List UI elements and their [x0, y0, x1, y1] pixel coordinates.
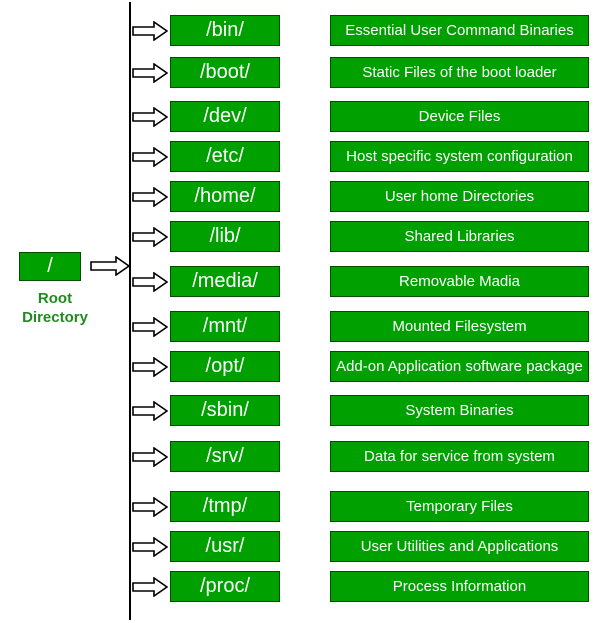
directory-box: /media/	[170, 266, 280, 297]
directory-description-box: Data for service from system	[330, 441, 589, 472]
arrow-icon	[132, 357, 168, 377]
arrow-icon	[132, 537, 168, 557]
directory-description: Data for service from system	[364, 448, 555, 465]
directory-name: /boot/	[199, 61, 251, 83]
directory-description: Add-on Application software package	[336, 358, 583, 375]
root-directory-label: /	[47, 255, 53, 277]
root-directory-caption: Root Directory	[10, 289, 100, 327]
directory-description: Mounted Filesystem	[392, 318, 527, 335]
directory-description: User Utilities and Applications	[360, 538, 559, 555]
directory-name: /proc/	[199, 575, 251, 597]
directory-description: Device Files	[418, 108, 501, 125]
arrow-icon	[132, 317, 168, 337]
directory-box: /tmp/	[170, 491, 280, 522]
directory-box: /etc/	[170, 141, 280, 172]
directory-description-box: System Binaries	[330, 395, 589, 426]
directory-description: Host specific system configuration	[346, 148, 573, 165]
arrow-icon	[132, 147, 168, 167]
root-directory-box: /	[19, 252, 81, 281]
directory-description-box: Removable Madia	[330, 266, 589, 297]
directory-name: /mnt/	[202, 315, 248, 337]
arrow-icon	[132, 227, 168, 247]
directory-name: /lib/	[209, 225, 241, 247]
root-arrow-icon	[90, 256, 130, 276]
arrow-icon	[132, 577, 168, 597]
directory-description-box: Static Files of the boot loader	[330, 57, 589, 88]
directory-description: Static Files of the boot loader	[362, 64, 557, 81]
directory-box: /proc/	[170, 571, 280, 602]
directory-name: /home/	[194, 185, 256, 207]
arrow-icon	[132, 187, 168, 207]
directory-box: /opt/	[170, 351, 280, 382]
arrow-icon	[132, 447, 168, 467]
directory-box: /bin/	[170, 15, 280, 46]
directory-description-box: User home Directories	[330, 181, 589, 212]
directory-name: /bin/	[206, 19, 244, 41]
directory-name: /media/	[192, 270, 258, 292]
directory-description: Shared Libraries	[404, 228, 515, 245]
root-caption-line1: Root	[37, 290, 73, 307]
directory-description-box: Add-on Application software package	[330, 351, 589, 382]
arrow-icon	[132, 272, 168, 292]
arrow-icon	[132, 107, 168, 127]
directory-name: /opt/	[205, 355, 245, 377]
directory-name: /srv/	[206, 445, 244, 467]
directory-box: /srv/	[170, 441, 280, 472]
directory-description-box: Temporary Files	[330, 491, 589, 522]
directory-description-box: Host specific system configuration	[330, 141, 589, 172]
directory-description-box: Essential User Command Binaries	[330, 15, 589, 46]
arrow-icon	[132, 497, 168, 517]
directory-name: /tmp/	[202, 495, 248, 517]
directory-box: /home/	[170, 181, 280, 212]
directory-description: Process Information	[392, 578, 527, 595]
directory-description: System Binaries	[405, 402, 514, 419]
directory-box: /lib/	[170, 221, 280, 252]
directory-description-box: Process Information	[330, 571, 589, 602]
directory-description-box: Shared Libraries	[330, 221, 589, 252]
directory-box: /dev/	[170, 101, 280, 132]
directory-description-box: Device Files	[330, 101, 589, 132]
directory-description: Temporary Files	[406, 498, 513, 515]
directory-description-box: User Utilities and Applications	[330, 531, 589, 562]
directory-description: Essential User Command Binaries	[345, 22, 574, 39]
directory-box: /sbin/	[170, 395, 280, 426]
directory-description: Removable Madia	[399, 273, 520, 290]
directory-name: /sbin/	[201, 399, 249, 421]
directory-description-box: Mounted Filesystem	[330, 311, 589, 342]
arrow-icon	[132, 63, 168, 83]
directory-box: /mnt/	[170, 311, 280, 342]
root-caption-line2: Directory	[22, 309, 88, 326]
directory-name: /usr/	[205, 535, 245, 557]
arrow-icon	[132, 401, 168, 421]
directory-name: /etc/	[206, 145, 244, 167]
directory-description: User home Directories	[384, 188, 535, 205]
directory-name: /dev/	[203, 105, 247, 127]
directory-box: /boot/	[170, 57, 280, 88]
directory-box: /usr/	[170, 531, 280, 562]
arrow-icon	[132, 21, 168, 41]
